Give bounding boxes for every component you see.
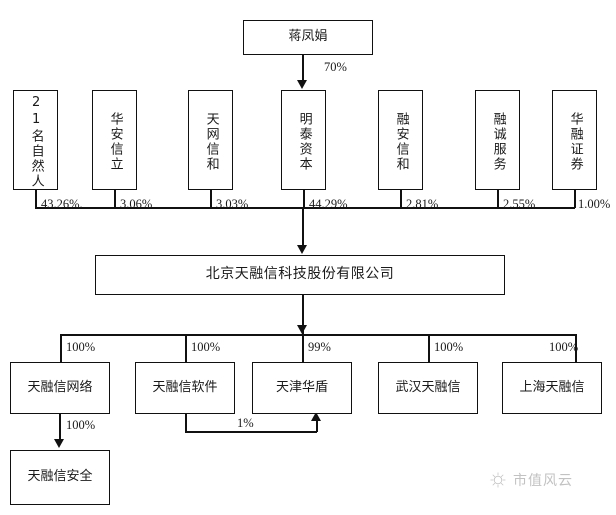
node-subsidiary-4-label: 武汉天融信	[395, 379, 461, 395]
cloud-logo-icon	[490, 472, 506, 488]
edge-label-shareholder-3: 3.03%	[216, 197, 249, 211]
arrow-subsidiary-1-to-leaf-icon	[54, 439, 64, 448]
arrow-company-to-subsidiary-icon	[297, 325, 307, 334]
node-shareholder-6[interactable]: 融诚服务	[475, 90, 520, 190]
edge-shareholder-3-drop	[210, 190, 212, 208]
node-shareholder-3-label: 天网信和	[203, 112, 219, 172]
edge-subsidiary-bus	[60, 334, 576, 336]
edge-shareholder-1-drop	[35, 190, 37, 208]
edge-label-subsidiary-3: 99%	[308, 340, 331, 354]
node-shareholder-7-label: 华融证券	[567, 112, 583, 172]
edge-label-subsidiary-4: 100%	[434, 340, 464, 354]
node-subsidiary-4[interactable]: 武汉天融信	[378, 362, 478, 414]
arrow-top-owner-to-mingtai-icon	[297, 80, 307, 89]
edge-label-shareholder-2: 3.06%	[120, 197, 153, 211]
edge-top-owner-to-mingtai	[302, 55, 304, 82]
edge-label-leaf: 100%	[66, 418, 96, 432]
node-leaf-1-label: 天融信安全	[27, 469, 93, 485]
edge-label-shareholder-5: 2.81%	[406, 197, 439, 211]
edge-subsidiary-1-drop	[60, 334, 62, 362]
edge-cross-holding-across	[185, 431, 317, 433]
node-shareholder-7[interactable]: 华融证券	[552, 90, 597, 190]
edge-cross-holding-down	[185, 414, 187, 432]
node-subsidiary-5-label: 上海天融信	[519, 379, 585, 395]
node-leaf-1[interactable]: 天融信安全	[10, 450, 110, 505]
edge-label-subsidiary-2: 100%	[191, 340, 221, 354]
node-subsidiary-3-label: 天津华盾	[275, 379, 328, 395]
node-main-company[interactable]: 北京天融信科技股份有限公司	[95, 255, 505, 295]
node-shareholder-2[interactable]: 华安信立	[92, 90, 137, 190]
node-subsidiary-3[interactable]: 天津华盾	[252, 362, 352, 414]
watermark: 市值风云	[489, 470, 573, 490]
edge-shareholder-6-drop	[497, 190, 499, 208]
edge-label-top-owner: 70%	[324, 60, 347, 74]
node-top-owner-label: 蒋凤娟	[288, 29, 328, 45]
edge-label-cross-holding: 1%	[237, 416, 254, 430]
edge-company-to-subsidiary-bus	[302, 295, 304, 335]
node-subsidiary-2[interactable]: 天融信软件	[135, 362, 235, 414]
edge-shareholder-2-drop	[114, 190, 116, 208]
node-shareholder-4-label: 明泰资本	[296, 112, 312, 172]
node-shareholder-1-label: 21名自然人	[28, 95, 44, 189]
node-shareholder-2-label: 华安信立	[107, 112, 123, 172]
node-main-company-label: 北京天融信科技股份有限公司	[205, 266, 395, 283]
edge-label-shareholder-1: 43.26%.	[41, 197, 83, 211]
node-shareholder-5[interactable]: 融安信和	[378, 90, 423, 190]
edge-label-shareholder-7: 1.00%	[578, 197, 611, 211]
edge-subsidiary-4-drop	[428, 334, 430, 362]
node-shareholder-6-label: 融诚服务	[490, 112, 506, 172]
arrow-bus-to-company-icon	[297, 245, 307, 254]
arrow-cross-holding-icon	[311, 412, 321, 421]
watermark-text: 市值风云	[513, 473, 573, 489]
node-subsidiary-5[interactable]: 上海天融信	[502, 362, 602, 414]
node-subsidiary-1[interactable]: 天融信网络	[10, 362, 110, 414]
edge-subsidiary-3-drop	[302, 334, 304, 362]
edge-shareholder-7-drop	[574, 190, 576, 208]
edge-label-subsidiary-5: 100%	[549, 340, 579, 354]
edge-shareholder-bus	[35, 207, 575, 209]
node-shareholder-3[interactable]: 天网信和	[188, 90, 233, 190]
node-shareholder-1[interactable]: 21名自然人	[13, 90, 58, 190]
node-top-owner[interactable]: 蒋凤娟	[243, 20, 373, 55]
edge-label-subsidiary-1: 100%	[66, 340, 96, 354]
node-shareholder-5-label: 融安信和	[393, 112, 409, 172]
edge-label-shareholder-6: 2.55%	[503, 197, 536, 211]
edge-shareholder-4-drop	[303, 190, 305, 208]
edge-subsidiary-5-drop	[575, 334, 577, 362]
edge-bus-to-company	[302, 207, 304, 247]
edge-label-shareholder-4: 44.29%	[309, 197, 348, 211]
node-subsidiary-1-label: 天融信网络	[27, 379, 93, 395]
edge-cross-holding-up	[316, 421, 318, 432]
node-shareholder-4[interactable]: 明泰资本	[281, 90, 326, 190]
node-subsidiary-2-label: 天融信软件	[152, 379, 218, 395]
edge-subsidiary-2-drop	[185, 334, 187, 362]
edge-subsidiary-1-to-leaf	[59, 414, 61, 442]
edge-shareholder-5-drop	[400, 190, 402, 208]
